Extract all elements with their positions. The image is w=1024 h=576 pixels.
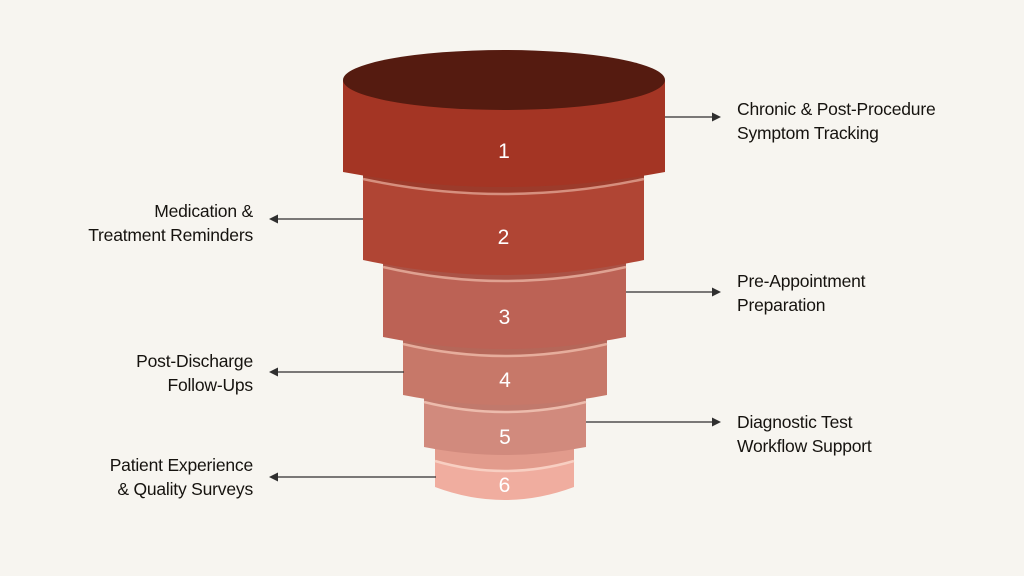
level-5-number: 5 [499, 426, 511, 449]
label-stage-1: Chronic & Post-Procedure Symptom Trackin… [737, 97, 936, 145]
label-stage-3: Pre-Appointment Preparation [737, 269, 866, 317]
level-3-number: 3 [499, 306, 511, 329]
funnel-level-4-highlight [402, 342, 608, 358]
funnel-numbers: 1 2 3 4 5 6 [498, 140, 512, 497]
funnel-level-2-body [363, 170, 644, 275]
label-stage-6: Patient Experience & Quality Surveys [110, 453, 253, 501]
funnel-level-3-highlight [382, 265, 627, 283]
level-2-number: 2 [498, 226, 510, 249]
label-stage-4-line2: Follow-Ups [167, 375, 253, 395]
level-1-number: 1 [498, 140, 510, 163]
label-stage-6-line1: Patient Experience [109, 455, 253, 475]
arrow-head-1-right [712, 112, 721, 122]
arrow-head-5-right [712, 417, 721, 427]
arrow-head-2-left [269, 214, 278, 224]
funnel-level-5-highlight [423, 400, 587, 414]
label-stage-1-line2: Symptom Tracking [737, 123, 879, 143]
level-6-number: 6 [499, 474, 511, 497]
label-stage-5: Diagnostic Test Workflow Support [737, 410, 872, 458]
label-stage-6-line2: & Quality Surveys [117, 479, 253, 499]
funnel-level-1-body [343, 80, 665, 187]
label-stage-2-line2: Treatment Reminders [88, 225, 253, 245]
label-stage-4-line1: Post-Discharge [136, 351, 253, 371]
label-stage-2-line1: Medication & [154, 201, 253, 221]
connector-arrows [276, 116, 714, 478]
level-4-number: 4 [499, 369, 511, 392]
connector-arrowheads [269, 112, 721, 482]
label-stage-5-line2: Workflow Support [737, 436, 872, 456]
label-stage-4: Post-Discharge Follow-Ups [136, 349, 253, 397]
label-stage-5-line1: Diagnostic Test [737, 412, 853, 432]
label-stage-3-line1: Pre-Appointment [737, 271, 866, 291]
arrow-head-4-left [269, 367, 278, 377]
funnel-level-6-highlight [434, 459, 575, 473]
funnel-level-2-highlight [362, 177, 645, 196]
funnel-level-3-body [383, 258, 626, 349]
label-stage-2: Medication & Treatment Reminders [88, 199, 253, 247]
label-stage-3-line2: Preparation [737, 295, 826, 315]
label-stage-1-line1: Chronic & Post-Procedure [737, 99, 936, 119]
funnel-level-1-cap [343, 50, 665, 110]
arrow-head-6-left [269, 472, 278, 482]
arrow-head-3-right [712, 287, 721, 297]
